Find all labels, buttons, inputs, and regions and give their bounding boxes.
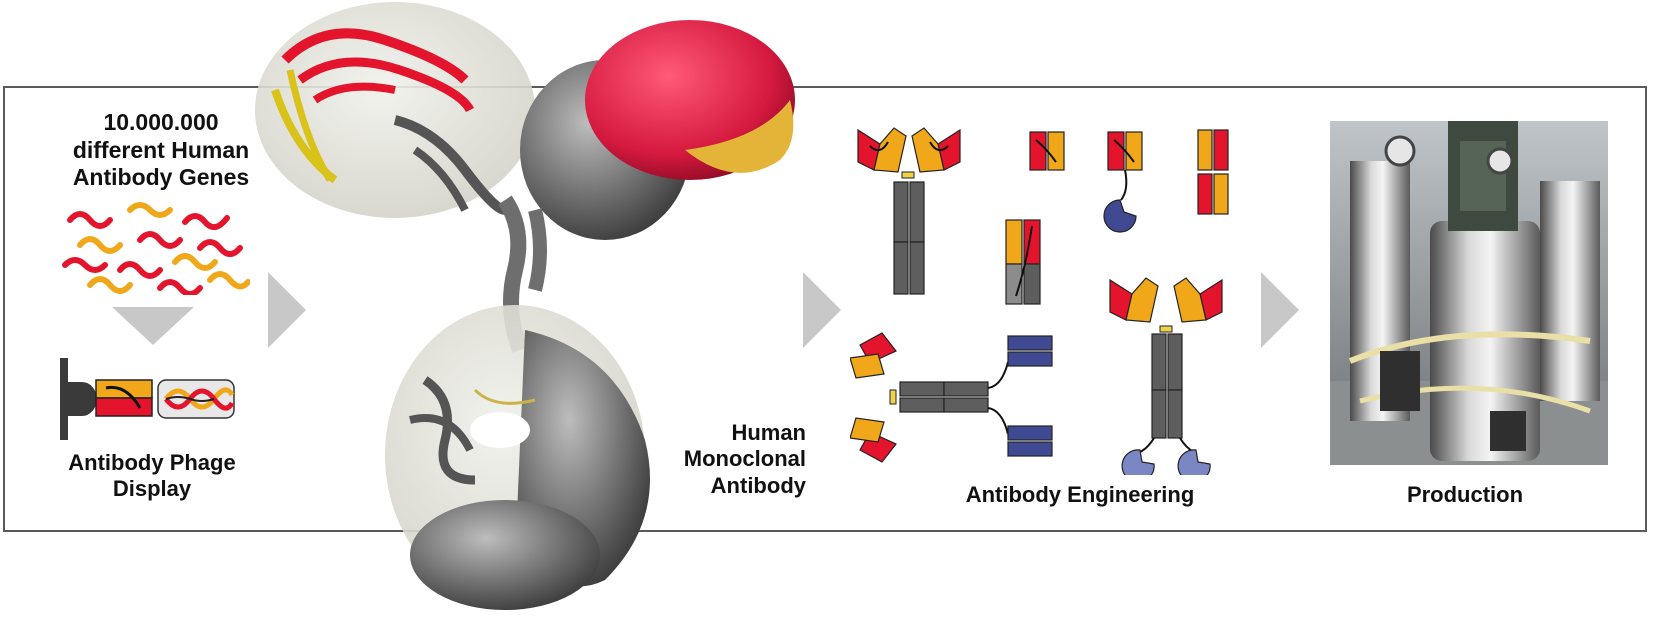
bispecific-horizontal-format bbox=[850, 332, 1053, 463]
antibody-formats-graphic bbox=[850, 127, 1229, 475]
bioreactor-photo bbox=[1330, 121, 1608, 465]
production-label: Production bbox=[1406, 482, 1524, 507]
fab-format bbox=[1005, 219, 1041, 305]
tandem-format bbox=[1197, 129, 1229, 215]
phage-display-line2: Display bbox=[112, 476, 192, 502]
monoclonal-antibody-line2: Monoclonal bbox=[683, 446, 806, 472]
gene-library-line3: Antibody Genes bbox=[72, 164, 250, 191]
arrow-right-icon bbox=[803, 272, 841, 348]
fv-format bbox=[1029, 131, 1065, 171]
monoclonal-antibody-line3: Antibody bbox=[710, 472, 806, 498]
igg-fusion-format bbox=[1109, 277, 1223, 475]
gene-library-count: 10.000.000 bbox=[103, 109, 219, 135]
arrow-right-icon bbox=[268, 272, 306, 348]
gene-library-label: 10.000.000 different Human Antibody Gene… bbox=[56, 109, 266, 192]
arrow-right-icon bbox=[1261, 272, 1299, 348]
phage-display-label: Antibody Phage Display bbox=[42, 450, 262, 503]
igg-format bbox=[857, 127, 961, 295]
phage-display-line1: Antibody Phage bbox=[68, 450, 236, 475]
scfv-fusion-format bbox=[1103, 131, 1143, 233]
gene-library-line2: different Human bbox=[72, 136, 250, 163]
antibody-structure-graphic bbox=[255, 2, 795, 610]
gene-squiggles-graphic bbox=[62, 202, 250, 295]
arrow-down-icon bbox=[112, 307, 194, 345]
bioreactor-illustration bbox=[1330, 121, 1608, 465]
monoclonal-antibody-label: Human Monoclonal Antibody bbox=[656, 420, 806, 499]
antibody-engineering-label: Antibody Engineering bbox=[965, 482, 1195, 507]
phage-display-graphic bbox=[60, 358, 235, 440]
monoclonal-antibody-line1: Human bbox=[731, 420, 806, 445]
